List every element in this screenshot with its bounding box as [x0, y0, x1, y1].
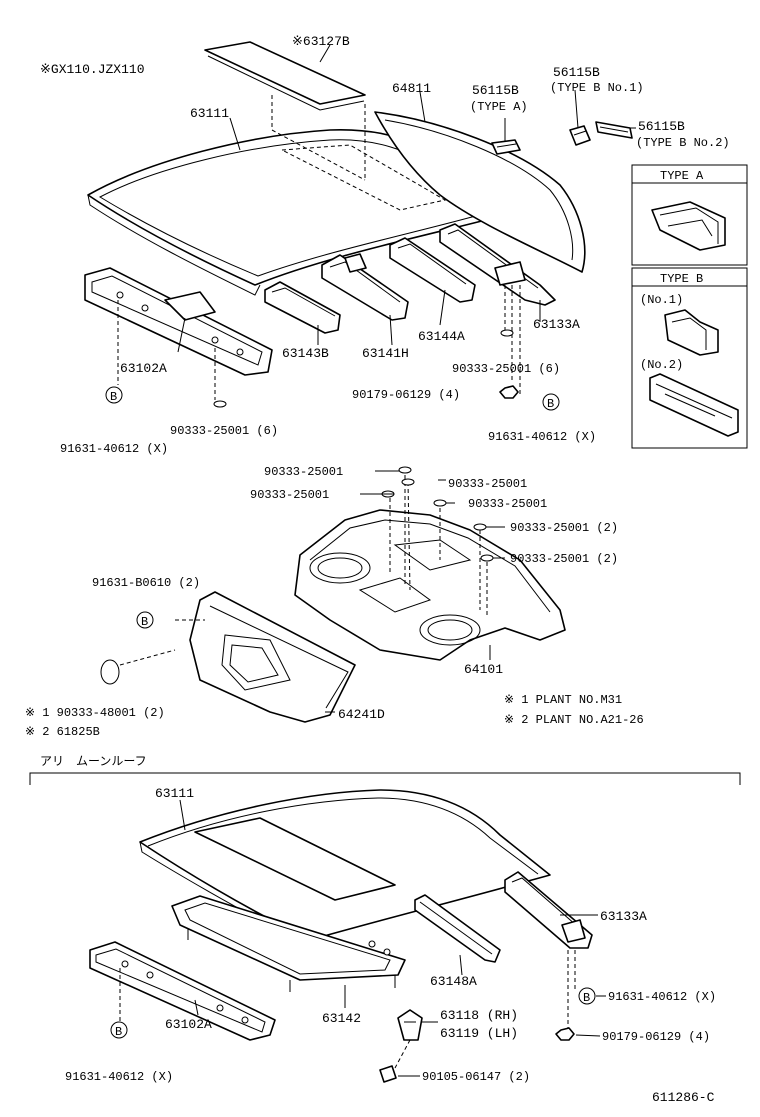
label-56115b-b2-sub: (TYPE B No.2) [636, 136, 730, 150]
washer-shelf-b [401, 478, 415, 486]
label-56115b-a-sub: (TYPE A) [470, 100, 528, 114]
washer-90333-left [213, 400, 227, 408]
bolt-marker-b-mr-left: B [110, 1021, 128, 1039]
screw-90105 [379, 1065, 397, 1083]
washer-shelf-a [398, 466, 412, 474]
label-mr-90105: 90105-06147 (2) [422, 1070, 530, 1084]
washer-90333-right [500, 329, 514, 337]
svg-text:B: B [583, 991, 590, 1005]
part-63111-moonroof-roof [139, 789, 551, 949]
type-a-box: TYPE A [631, 164, 748, 266]
svg-text:B: B [115, 1025, 122, 1039]
bolt-marker-b-mid: B [136, 611, 154, 629]
label-63143b: 63143B [282, 346, 329, 361]
footnote-1: ※ 1 PLANT NO.M31 [504, 693, 622, 707]
label-91631-x-left: 91631-40612 (X) [60, 442, 168, 456]
label-56115b-a: 56115B [472, 83, 519, 98]
label-63102a-top: 63102A [120, 361, 167, 376]
nut-90179-moonroof [555, 1027, 575, 1041]
bolt-marker-b-mr-right: B [578, 987, 596, 1005]
svg-text:B: B [141, 615, 148, 629]
label-90179-top: 90179-06129 (4) [352, 388, 460, 402]
part-63143b-bow [264, 281, 341, 334]
label-sh-90333-d: 90333-25001 [468, 497, 547, 511]
part-63148a-rail [414, 894, 501, 963]
label-mr-90179: 90179-06129 (4) [602, 1030, 710, 1044]
label-mr-63119: 63119 (LH) [440, 1026, 518, 1041]
svg-text:B: B [547, 397, 554, 411]
label-56115b-b2: 56115B [638, 119, 685, 134]
part-63127b-panel [204, 41, 366, 111]
label-90333-6-right: 90333-25001 (6) [452, 362, 560, 376]
label-mr-91631-right: 91631-40612 (X) [608, 990, 716, 1004]
label-63111-top: 63111 [190, 106, 229, 121]
part-63102a-top [84, 267, 273, 400]
type-b-title: TYPE B [660, 272, 703, 286]
type-b-no1-label: (No.1) [640, 293, 683, 307]
part-63133a-rail-moonroof [504, 871, 593, 1032]
section-separator [29, 772, 741, 785]
label-sh-90333-a: 90333-25001 [264, 465, 343, 479]
label-56115b-b1-sub: (TYPE B No.1) [550, 81, 644, 95]
label-mr-63148a: 63148A [430, 974, 477, 989]
part-56115b-type-a [491, 139, 521, 155]
label-61825b: ※ 2 61825B [25, 725, 100, 739]
label-mr-63133a: 63133A [600, 909, 647, 924]
part-63118-63119-bracket [394, 1009, 423, 1069]
washer-shelf-e [473, 523, 487, 531]
part-56115b-type-b1 [569, 125, 591, 146]
label-190333: ※ 1 90333-48001 (2) [25, 706, 165, 720]
label-64241d: 64241D [338, 707, 385, 722]
part-64241d-panel [119, 591, 356, 723]
type-b-no2-label: (No.2) [640, 358, 683, 372]
label-mr-63118: 63118 (RH) [440, 1008, 518, 1023]
label-64101: 64101 [464, 662, 503, 677]
label-91631-x-right: 91631-40612 (X) [488, 430, 596, 444]
label-mr-91631-left: 91631-40612 (X) [65, 1070, 173, 1084]
note-models: ※GX110.JZX110 [40, 62, 145, 77]
footnote-2: ※ 2 PLANT NO.A21-26 [504, 713, 644, 727]
bolt-marker-b-left: B [105, 386, 123, 404]
washer-shelf-d [433, 499, 447, 507]
label-sh-90333-f: 90333-25001 (2) [510, 552, 618, 566]
part-63102a-moonroof [89, 941, 276, 1041]
part-63141h-bow [321, 253, 409, 321]
part-63133a-rail-top [439, 223, 556, 395]
nut-90179-top [499, 385, 519, 399]
type-a-title: TYPE A [660, 169, 704, 183]
grommet-90333-48001 [100, 659, 120, 685]
label-56115b-b1: 56115B [553, 65, 600, 80]
label-mr-63102a: 63102A [165, 1017, 212, 1032]
label-90333-6-left: 90333-25001 (6) [170, 424, 278, 438]
diagram-code: 611286-C [652, 1090, 715, 1105]
label-sh-90333-e: 90333-25001 (2) [510, 521, 618, 535]
washer-shelf-f [480, 554, 494, 562]
label-mr-63142: 63142 [322, 1011, 361, 1026]
part-63142-housing [171, 895, 406, 992]
label-91631-b0610: 91631-B0610 (2) [92, 576, 200, 590]
part-63144a-bow [389, 237, 476, 303]
type-b-box: TYPE B (No.1) (No.2) [631, 267, 748, 449]
bolt-marker-b-right: B [542, 393, 560, 411]
svg-text:B: B [110, 390, 117, 404]
label-63144a: 63144A [418, 329, 465, 344]
label-63133a-top: 63133A [533, 317, 580, 332]
label-64811: 64811 [392, 81, 431, 96]
label-sh-90333-b: 90333-25001 [250, 488, 329, 502]
section-moonroof-title: アリ ムーンルーフ [40, 754, 147, 768]
label-63127b: ※63127B [292, 34, 350, 49]
part-64101-shelf [294, 475, 566, 661]
label-sh-90333-c: 90333-25001 [448, 477, 527, 491]
label-mr-63111: 63111 [155, 786, 194, 801]
part-56115b-type-b2 [595, 121, 633, 139]
label-63141h: 63141H [362, 346, 409, 361]
part-64811-window [374, 111, 586, 273]
